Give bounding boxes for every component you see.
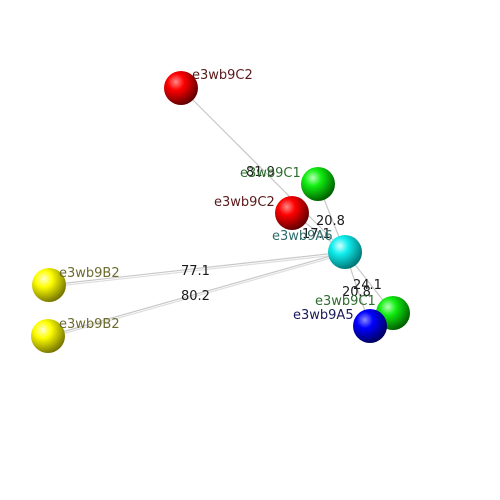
distance-line-b2-a6-shadow — [48, 253, 346, 288]
distance-lines — [47, 87, 394, 339]
distance-line-b2b-a6 — [47, 251, 346, 337]
atom-sphere[interactable] — [31, 319, 65, 353]
atom-sphere[interactable] — [164, 71, 198, 105]
distance-line-c2-a6 — [180, 87, 346, 253]
distance-label: 24.1 — [353, 278, 382, 293]
distance-label: 20.8 — [316, 214, 345, 229]
atom-label: e3wb9C2 — [214, 195, 275, 210]
distance-label: 80.2 — [181, 289, 210, 304]
atom-label: e3wb9A5 — [293, 308, 354, 323]
distance-label: 17.1 — [302, 227, 331, 242]
atom-label: e3wb9B2 — [59, 317, 120, 332]
atom-sphere[interactable] — [328, 235, 362, 269]
distance-label: 81.9 — [246, 165, 275, 180]
atom-label: e3wb9A6 — [272, 229, 333, 244]
atom-label: e3wb9C1 — [240, 166, 301, 181]
atom-label: e3wb9C1 — [315, 294, 376, 309]
distance-labels: 81.9 20.8 17.1 77.1 80.2 24.1 20.8 — [181, 165, 382, 304]
atoms — [31, 71, 410, 353]
atom-labels: e3wb9C2 e3wb9C1 e3wb9C2 e3wb9A6 e3wb9B2 … — [59, 68, 376, 332]
distance-line-b2-a6 — [48, 251, 346, 286]
atom-sphere[interactable] — [275, 196, 309, 230]
distance-line-b2b-a6-shadow — [47, 253, 346, 339]
atom-label: e3wb9C2 — [192, 68, 253, 83]
atom-sphere[interactable] — [32, 268, 66, 302]
atom-sphere[interactable] — [353, 309, 387, 343]
distance-label: 20.8 — [342, 285, 371, 300]
distance-label: 77.1 — [181, 264, 210, 279]
atom-sphere[interactable] — [301, 167, 335, 201]
atom-label: e3wb9B2 — [59, 266, 120, 281]
